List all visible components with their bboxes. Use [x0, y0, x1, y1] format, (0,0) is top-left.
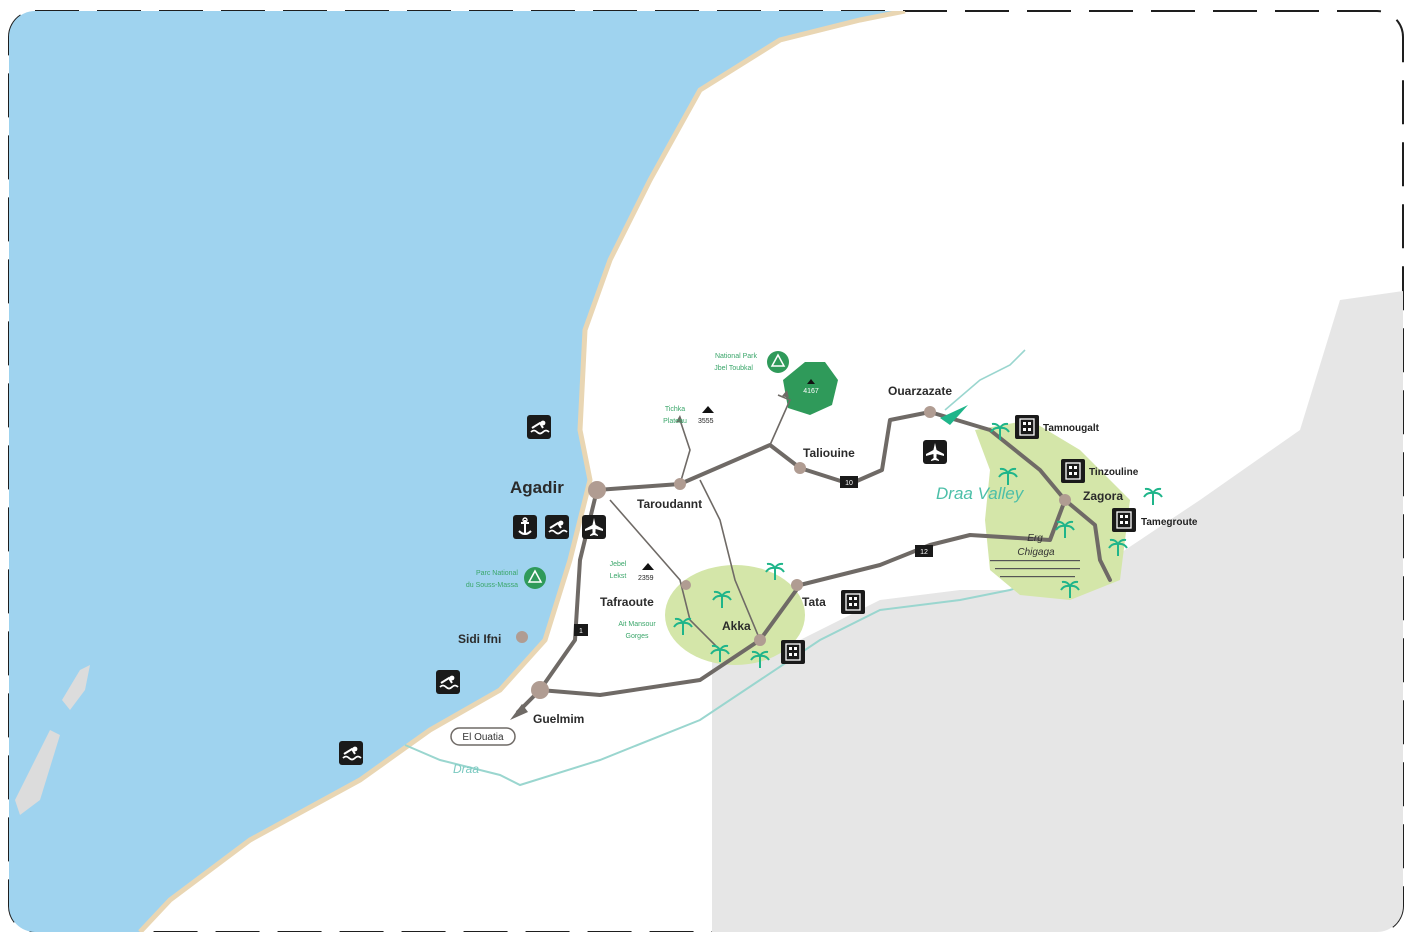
label-ouarzazate: Ouarzazate [888, 384, 952, 398]
airplane-icon [923, 440, 947, 464]
island-lanzarote [62, 665, 90, 710]
label-guelmim: Guelmim [533, 712, 584, 726]
svg-text:12: 12 [920, 549, 928, 556]
road-shield-n10: 10 [840, 476, 858, 488]
label-agadir: Agadir [510, 478, 564, 497]
label-gorges-line1: Ait Mansour [618, 621, 656, 628]
park-souss-line1: Parc National [476, 570, 518, 577]
island-fuerteventura [15, 730, 60, 815]
kasbah-icon [1060, 458, 1086, 484]
akka-oasis [665, 565, 805, 665]
label-tafraoute: Tafraoute [600, 595, 654, 609]
label-gorges-line2: Gorges [626, 633, 649, 640]
draa-valley-oasis [975, 420, 1130, 600]
erg-dunes [990, 560, 1080, 578]
road-shield-n1: 1 [574, 624, 588, 636]
park-souss-line2: du Souss-Massa [466, 582, 518, 589]
park-icon [524, 351, 789, 589]
el-ouatia-marker: El Ouatia [450, 727, 516, 746]
airplane-icon [582, 515, 606, 539]
kasbah-icon [1111, 507, 1137, 533]
city-markers [516, 406, 1071, 699]
algeria-region [712, 290, 1403, 932]
anchor-icon [513, 515, 537, 539]
label-tinzouline: Tinzouline [1089, 467, 1139, 478]
toubkal-park [783, 362, 838, 415]
kasbah-icon [840, 589, 866, 615]
mountain-icon [642, 406, 714, 570]
label-zagora: Zagora [1083, 489, 1123, 503]
kasbah-icon [780, 639, 806, 665]
atlantic-ocean [9, 11, 905, 932]
svg-text:1: 1 [579, 628, 583, 635]
kasbah-icon [1014, 414, 1040, 440]
label-taliouine: Taliouine [803, 446, 855, 460]
label-draa-valley: Draa Valley [936, 484, 1025, 503]
label-draa-river: Draa [453, 762, 479, 776]
park-toubkal-line1: National Park [715, 353, 758, 360]
label-lekst-line1: Jebel [610, 561, 627, 568]
park-toubkal-line2: Jbel Toubkal [714, 365, 753, 372]
swim-icon [526, 414, 552, 440]
road-shield-n12: 12 [915, 545, 933, 557]
label-taroudannt: Taroudannt [637, 497, 702, 511]
swim-icon [435, 669, 461, 695]
label-tamnougalt: Tamnougalt [1043, 423, 1100, 434]
label-tamegroute: Tamegroute [1141, 517, 1198, 528]
swim-icon [338, 740, 364, 766]
swim-icon [544, 514, 570, 540]
label-chigaga: Chigaga [1017, 547, 1055, 558]
label-tichka-line1: Tichka [665, 406, 685, 413]
peak-lekst: 2359 [638, 575, 654, 582]
svg-text:El Ouatia: El Ouatia [462, 732, 504, 743]
svg-text:10: 10 [845, 480, 853, 487]
label-sidi-ifni: Sidi Ifni [458, 632, 501, 646]
label-tichka-line2: Plateau [663, 418, 687, 425]
coastline [138, 11, 906, 932]
label-lekst-line2: Lekst [610, 573, 627, 580]
peak-toubkal: 4167 [803, 388, 819, 395]
label-akka: Akka [722, 619, 751, 633]
peak-tichka: 3555 [698, 418, 714, 425]
label-tata: Tata [802, 595, 826, 609]
label-erg: Erg [1027, 533, 1043, 544]
